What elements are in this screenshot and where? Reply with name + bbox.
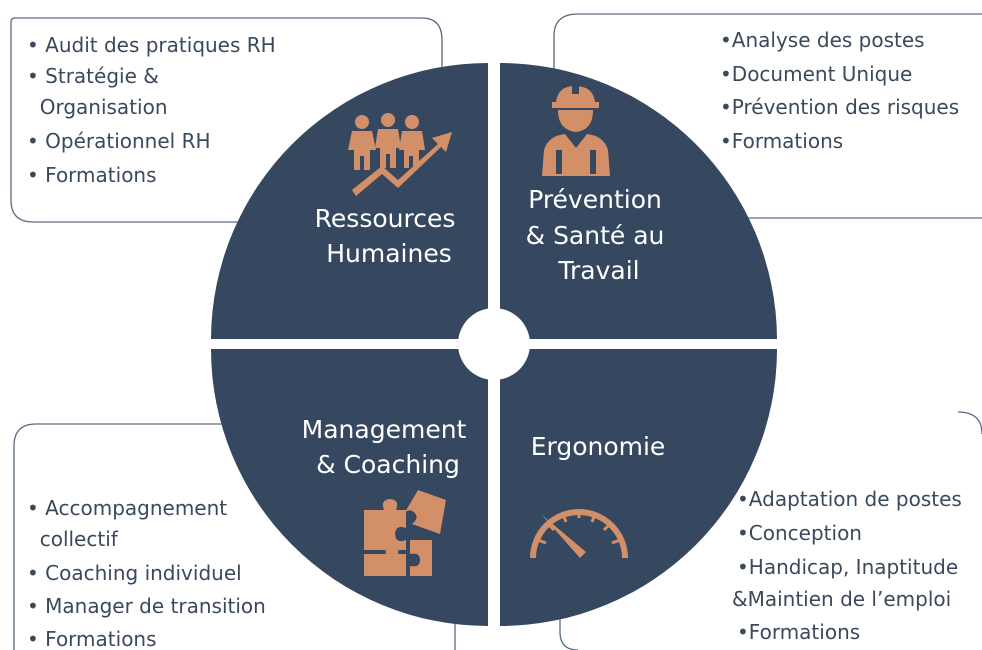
quadrant-prevention [500,63,777,339]
speedometer-gauge-icon [530,509,628,559]
management-title: Management & Coaching [302,415,475,479]
rh-title-line: Ressources [315,204,456,233]
prevention-list: •Analyse des postes •Document Unique •Pr… [0,0,982,153]
rh-title-line: Humaines [326,239,452,268]
quadrant-management [211,349,488,626]
ergonomie-title-line: Ergonomie [531,432,666,461]
list-item: •Handicap, Inaptitude [737,555,958,579]
prevention-title-line: & Santé au [526,221,665,250]
list-item: •Adaptation de postes [737,487,962,511]
list-item: • Formations [27,163,157,187]
list-item: •Prévention des risques [720,95,959,119]
prevention-title-line: Prévention [528,185,662,214]
ergonomie-title: Ergonomie [531,432,666,461]
list-item: •Document Unique [720,62,912,86]
center-hub [458,308,530,380]
rh-list: • Audit des pratiques RH • Stratégie & O… [0,0,308,187]
list-item: Organisation [27,95,168,119]
list-item: •Analyse des postes [720,28,925,52]
management-title-line: Management [302,415,467,444]
management-title-line: & Coaching [316,450,460,479]
list-item: • Manager de transition [27,594,266,618]
list-item: •Formations [720,129,843,153]
list-item: • Stratégie & [27,64,159,88]
people-growth-icon [348,113,452,196]
list-item: •Formations [737,620,860,644]
quadrant-ergonomie [500,349,777,626]
worker-hardhat-icon [542,84,610,176]
list-item: collectif [27,527,119,551]
list-item: • Formations [27,627,157,650]
list-item: • Opérationnel RH [27,129,211,153]
list-item: &Maintien de l’emploi [732,587,951,611]
puzzle-icon [364,490,446,576]
prevention-title-line: Travail [557,256,639,285]
list-item: • Accompagnement [27,496,227,520]
management-list: • Accompagnement collectif • Coaching in… [0,0,298,650]
rh-title: Ressources Humaines [315,204,464,268]
list-item: • Audit des pratiques RH [27,33,276,57]
list-item: •Conception [737,521,862,545]
list-item: • Coaching individuel [27,561,242,585]
prevention-title: Prévention & Santé au Travail [526,185,673,285]
